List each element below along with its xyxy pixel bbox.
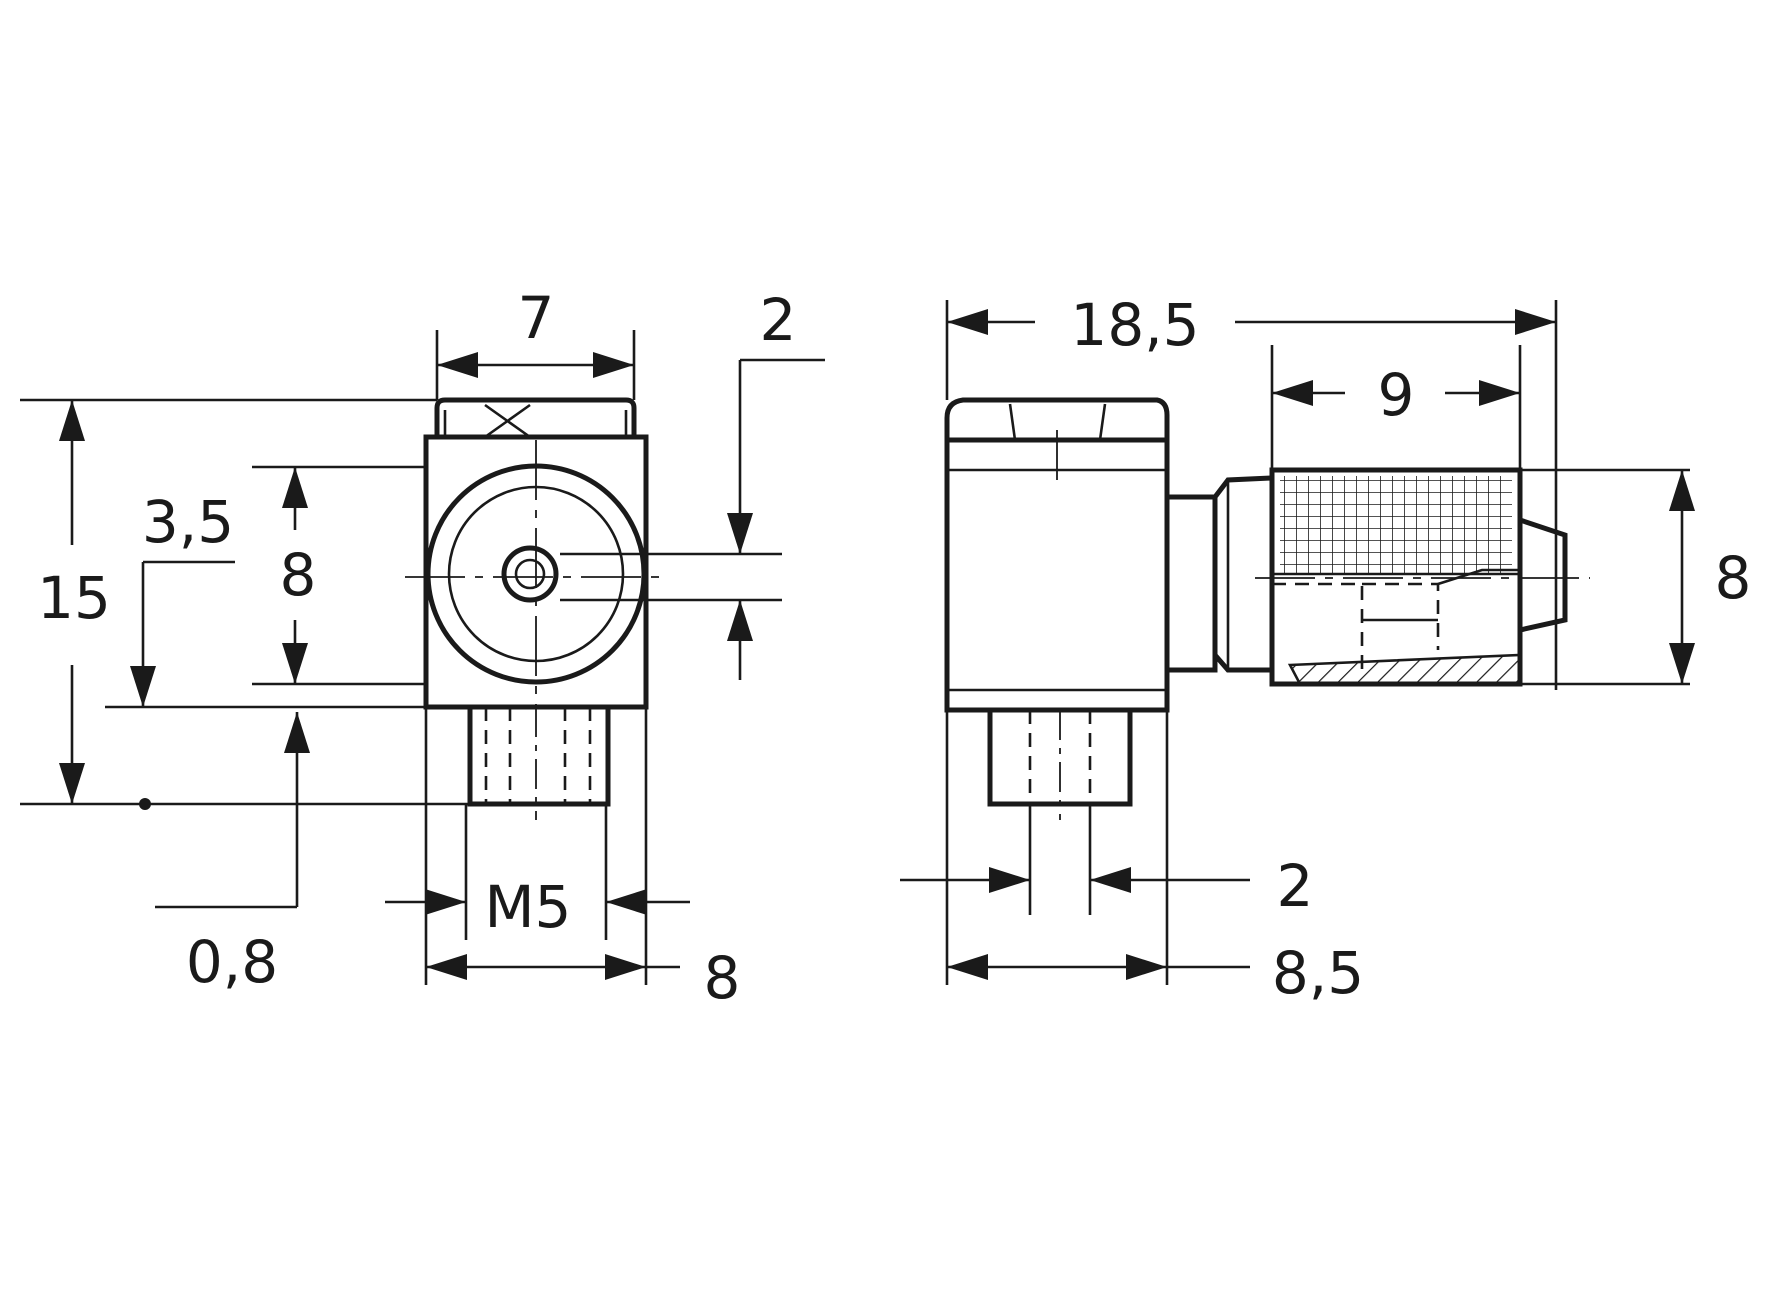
arrowhead xyxy=(989,867,1030,893)
arrowhead xyxy=(1479,380,1520,406)
front-port-nozzle xyxy=(501,545,559,603)
front-height-label: 15 xyxy=(37,564,111,632)
arrowhead xyxy=(426,954,467,980)
arrowhead xyxy=(1126,954,1167,980)
arrowhead xyxy=(130,666,156,707)
arrowhead xyxy=(1515,309,1556,335)
front-hex-nut xyxy=(434,397,637,437)
front-dimensions: 7 15 8 3,5 0,8 M5 xyxy=(20,284,825,1012)
inner-taper xyxy=(1437,568,1520,586)
arrowhead xyxy=(1272,380,1313,406)
front-port-bore xyxy=(514,558,546,590)
front-width-label: 7 xyxy=(518,284,555,352)
arrowhead xyxy=(605,954,646,980)
arrowhead xyxy=(606,889,647,915)
arrowhead xyxy=(59,763,85,804)
arrowhead xyxy=(437,352,478,378)
arrowhead xyxy=(59,400,85,441)
side-dimensions: 18,5 9 8 2 8,5 xyxy=(900,291,1751,1007)
front-offset-label: 3,5 xyxy=(142,488,234,556)
side-body xyxy=(944,437,1170,713)
arrowhead xyxy=(947,954,988,980)
hidden-line xyxy=(1362,582,1440,650)
arrowhead xyxy=(1669,470,1695,511)
side-knurl-length-label: 9 xyxy=(1378,361,1415,429)
arrowhead xyxy=(727,600,753,641)
side-connector-neck xyxy=(1167,494,1218,673)
hex-facet xyxy=(484,403,531,439)
front-base-width-label: 8 xyxy=(704,944,741,1012)
arrowhead xyxy=(947,309,988,335)
side-view xyxy=(944,397,1590,820)
front-port-height-label: 8 xyxy=(280,541,317,609)
arrowhead xyxy=(593,352,634,378)
arrowhead xyxy=(1090,867,1131,893)
side-sleeve xyxy=(1213,475,1275,673)
arrowhead xyxy=(284,712,310,753)
side-port-height-label: 8 xyxy=(1715,544,1752,612)
front-view xyxy=(405,397,660,820)
side-hex-nut xyxy=(944,397,1170,440)
side-knurl-pattern xyxy=(1280,476,1512,574)
side-body-width-label: 8,5 xyxy=(1272,939,1364,1007)
hex-facet xyxy=(1098,403,1107,441)
side-hatched-section xyxy=(1287,653,1522,686)
arrowhead xyxy=(282,467,308,508)
hidden-line xyxy=(1272,582,1364,670)
arrowhead xyxy=(425,889,466,915)
front-nozzle-label: 2 xyxy=(760,286,797,354)
side-tip xyxy=(1519,517,1568,633)
front-thread-label: M5 xyxy=(485,873,572,941)
front-gap-label: 0,8 xyxy=(186,928,278,996)
arrowhead xyxy=(727,513,753,554)
hex-facet xyxy=(1008,403,1017,441)
reference-dot xyxy=(139,798,151,810)
arrowhead xyxy=(282,643,308,684)
front-threaded-stem xyxy=(467,704,611,807)
arrowhead xyxy=(1669,643,1695,684)
side-length-label: 18,5 xyxy=(1070,291,1199,359)
side-thread-pitch-label: 2 xyxy=(1277,852,1314,920)
